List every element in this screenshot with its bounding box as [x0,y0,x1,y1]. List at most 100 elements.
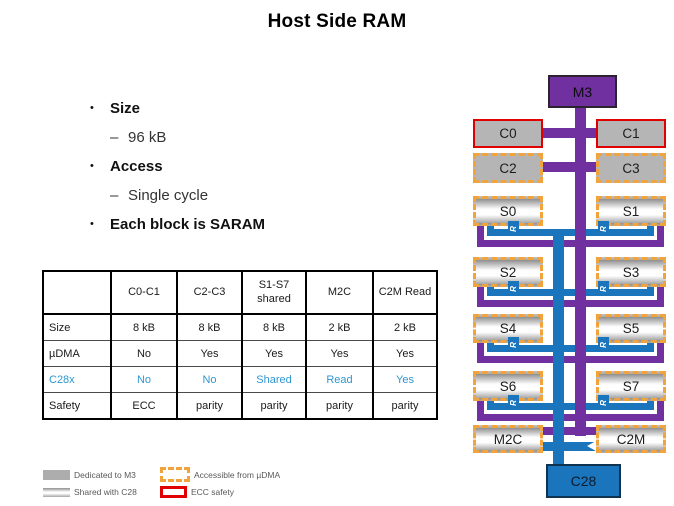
read-arbiter-label: R [598,341,608,348]
legend-item-dashed-orange: Accessible from µDMA [160,467,280,482]
s-row-3-c28-stub-right [647,396,654,410]
block-label-c1: C1 [622,126,640,141]
read-arbiter-label: R [598,285,608,292]
legend-swatch-dashed-orange-icon [160,467,190,482]
s-row-0-m3-stub-right [657,222,664,247]
sub-bullet-dash-icon: – [110,187,119,204]
block-label-m2c: M2C [493,431,523,447]
block-s4: S4 [473,314,543,343]
block-c0: C0 [473,119,543,148]
s-row-2-m3-stub-left [477,338,484,363]
cell-Size-2: 8 kB [241,313,307,341]
read-arbiter-label: R [508,225,518,232]
c2-c3-bus-link [543,162,597,172]
s-row-0-m3-bus [477,240,664,247]
read-arbiter-label: R [508,341,518,348]
sub-bullet-item-0: –96 kB [88,123,408,152]
cell-µDMA-4: Yes [372,340,438,367]
col-header-S1-S7 shared: S1-S7 shared [241,270,307,315]
cell-Safety-0: ECC [110,392,178,420]
legend-swatch-red-outline-icon [160,486,187,498]
s-row-1-c28-stub-right [647,282,654,296]
block-label-s2: S2 [499,264,517,280]
read-arbiter-tap-s0: R [508,221,519,236]
block-label-c2: C2 [499,160,517,176]
legend-label: Accessible from µDMA [194,469,281,480]
col-header-C2-C3: C2-C3 [176,270,243,315]
cell-µDMA-3: Yes [305,340,374,367]
s-row-0-c28-bus [487,229,654,236]
sub-bullet-dash-icon: – [110,129,119,146]
sub-bullet-label: 96 kB [128,129,167,146]
s-row-1-c28-stub-left [487,282,494,296]
legend-swatch-gradient-gray-icon [43,487,70,497]
block-c28: C28 [546,464,621,498]
bullet-item-1: • Access [88,152,408,181]
s-row-3-m3-stub-left [477,396,484,421]
cell-C28x-4: Yes [372,366,438,393]
block-label-c2m: C2M [616,431,646,447]
read-arbiter-tap-s6: R [508,395,519,410]
block-label-s3: S3 [622,264,640,280]
s-row-1-m3-stub-right [657,282,664,307]
legend-label: Shared with C28 [74,487,137,497]
s-row-1-m3-bus [477,300,664,307]
bullet-item-2: • Each block is SARAM [88,210,408,239]
block-s3: S3 [596,257,666,287]
s-row-3-c28-bus [487,403,654,410]
block-label-s5: S5 [622,321,640,336]
bullet-item-0: •Size [88,94,408,123]
legend-item-gradient-gray: Shared with C28 [43,487,137,497]
s-row-1-m3-stub-left [477,282,484,307]
row-label-Size: Size [42,313,112,341]
col-header-M2C: M2C [305,270,374,315]
s-row-0-c28-stub-right [647,222,654,236]
block-m2c: M2C [473,425,543,453]
bullet-label: Each block is SARAM [110,216,266,233]
s-row-3-m3-bus [477,414,664,421]
block-label-c28: C28 [570,473,597,489]
read-arbiter-label: R [508,399,518,406]
bullet-icon: • [90,102,94,114]
read-arbiter-tap-s4: R [508,337,519,352]
cell-C28x-0: No [110,366,178,393]
s-row-0-c28-stub-left [487,222,494,236]
cell-Safety-2: parity [241,392,307,420]
legend-swatch-solid-gray-icon [43,470,70,480]
block-label-s7: S7 [622,378,640,394]
sub-bullet-item-1: –Single cycle [88,181,408,210]
block-c2: C2 [473,153,543,183]
legend-item-solid-gray: Dedicated to M3 [43,470,136,480]
bullet-icon: • [90,160,94,172]
bullet-icon: • [90,218,94,230]
read-arbiter-tap-s5: R [598,337,609,352]
m2c-c2m-c28-bus-link [543,442,596,451]
block-c1: C1 [596,119,666,148]
cell-C28x-1: No [176,366,243,393]
c28-bus-trunk [553,229,564,464]
s-row-2-m3-bus [477,356,664,363]
read-arbiter-tap-s3: R [598,281,609,296]
s-row-2-c28-bus [487,345,654,352]
cell-Size-0: 8 kB [110,313,178,341]
bullet-label: Access [110,158,163,175]
cell-µDMA-2: Yes [241,340,307,367]
s-row-3-c28-stub-left [487,396,494,410]
read-arbiter-label: R [508,285,518,292]
page-title: Host Side RAM [267,11,407,32]
block-label-s0: S0 [499,203,517,219]
block-label-s1: S1 [622,203,640,219]
s-row-2-c28-stub-right [647,338,654,352]
s-row-1-c28-bus [487,289,654,296]
block-label-s4: S4 [499,321,517,336]
row-label-Safety: Safety [42,392,112,420]
block-label-c0: C0 [499,126,517,141]
read-arbiter-label: R [598,225,608,232]
